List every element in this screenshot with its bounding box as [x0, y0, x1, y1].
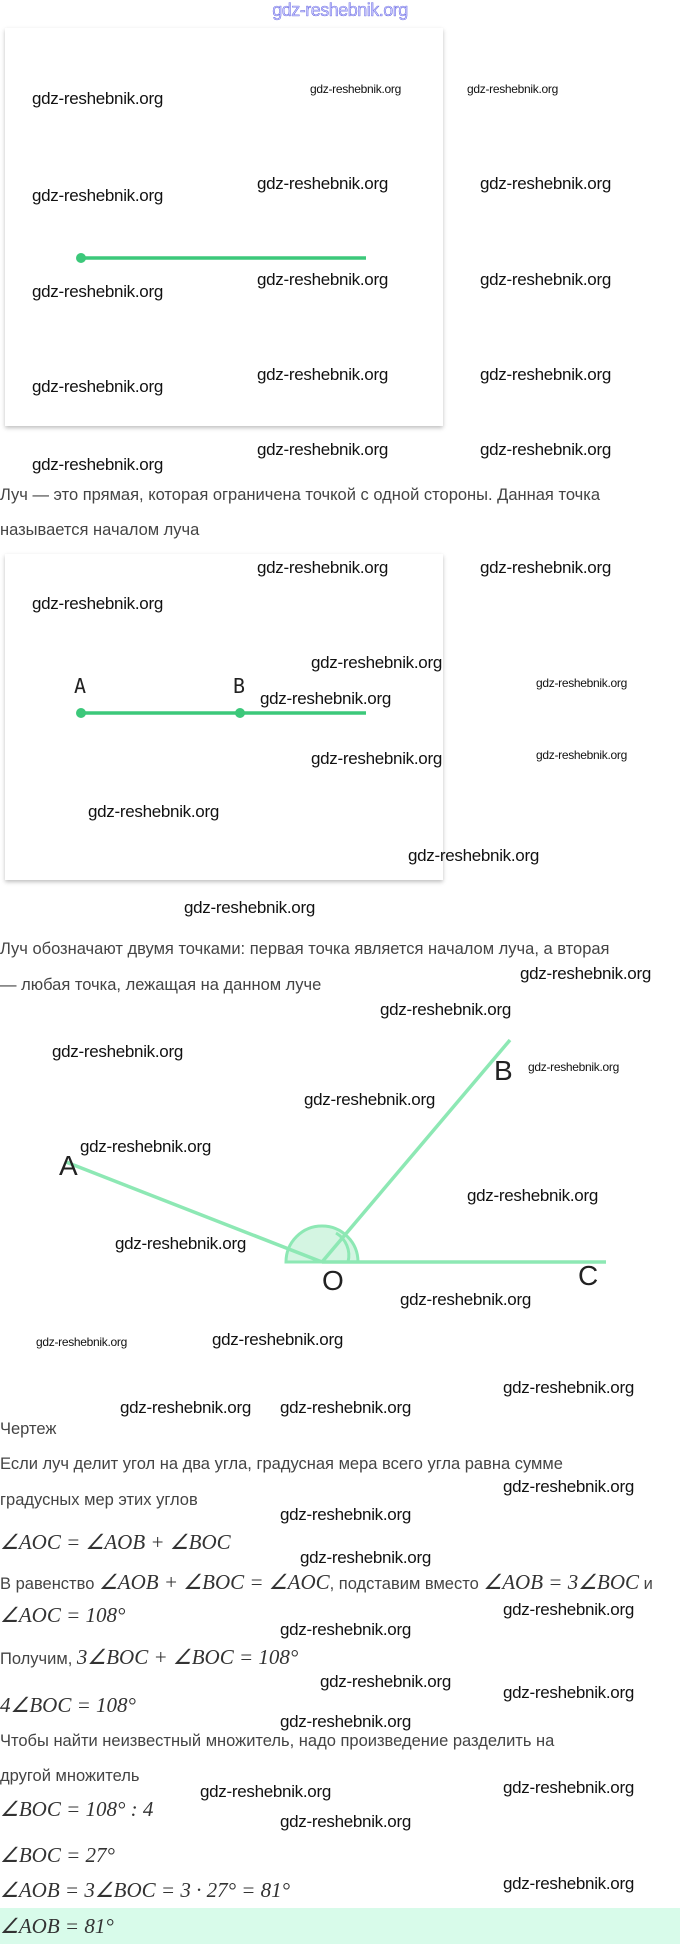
notation-line1: Луч обозначают двумя точками: первая точ… — [0, 940, 610, 958]
watermark-text: gdz-reshebnik.org — [480, 174, 611, 193]
watermark-text: gdz-reshebnik.org — [184, 898, 315, 917]
notation-line2: — любая точка, лежащая на данном луче — [0, 976, 322, 994]
watermark-text: gdz-reshebnik.org — [304, 1090, 435, 1109]
watermark-text: gdz-reshebnik.org — [310, 82, 401, 96]
watermark-text: gdz-reshebnik.org — [280, 1398, 411, 1417]
ray-ob — [320, 1038, 512, 1264]
watermark-text: gdz-reshebnik.org — [32, 455, 163, 474]
watermark-text: gdz-reshebnik.org — [80, 1137, 211, 1156]
watermark-text: gdz-reshebnik.org — [212, 1330, 343, 1349]
watermark-text: gdz-reshebnik.org — [200, 1782, 331, 1801]
result-prefix: Получим, — [0, 1650, 77, 1668]
watermark-text: gdz-reshebnik.org — [257, 270, 388, 289]
angle-drawing — [65, 1038, 606, 1264]
site-logo-watermark[interactable]: gdz-reshebnik.org — [272, 0, 408, 20]
ray-drawing — [76, 253, 366, 263]
watermark-text: gdz-reshebnik.org — [503, 1477, 634, 1496]
watermark-text: gdz-reshebnik.org — [503, 1378, 634, 1397]
rule2-line1: Чтобы найти неизвестный множитель, надо … — [0, 1732, 555, 1750]
figure-ray-card — [5, 28, 443, 426]
substitution-suffix: и — [639, 1575, 653, 1593]
point-b-dot — [235, 708, 245, 718]
rule-line2: градусных мер этих углов — [0, 1491, 198, 1509]
watermark-text: gdz-reshebnik.org — [280, 1505, 411, 1524]
watermark-text: gdz-reshebnik.org — [88, 802, 219, 821]
watermark-text: gdz-reshebnik.org — [503, 1683, 634, 1702]
rule2-line2: другой множитель — [0, 1767, 140, 1785]
watermark-text: gdz-reshebnik.org — [32, 594, 163, 613]
label-a: A — [59, 1150, 78, 1181]
watermark-text: gdz-reshebnik.org — [52, 1042, 183, 1061]
substitution-line: В равенство ∠AOB + ∠BOC = ∠AOC, подстави… — [0, 1570, 653, 1595]
watermark-text: gdz-reshebnik.org — [480, 365, 611, 384]
substitution-eq1: ∠AOB + ∠BOC = ∠AOC — [98, 1570, 330, 1594]
equation-4boc: 4∠BOC = 108° — [0, 1693, 136, 1717]
watermark-text: gdz-reshebnik.org — [257, 558, 388, 577]
watermark-text: gdz-reshebnik.org — [467, 1186, 598, 1205]
rule-line1: Если луч делит угол на два угла, градусн… — [0, 1455, 563, 1473]
label-o: O — [322, 1265, 344, 1296]
equation-boc-div: ∠BOC = 108° : 4 — [0, 1797, 154, 1821]
watermark-text: gdz-reshebnik.org — [115, 1234, 246, 1253]
watermark-text: gdz-reshebnik.org — [257, 174, 388, 193]
answer-box: ∠AOB = 81° — [0, 1908, 680, 1944]
watermark-text: gdz-reshebnik.org — [503, 1778, 634, 1797]
watermark-text: gdz-reshebnik.org — [280, 1620, 411, 1639]
watermark-text: gdz-reshebnik.org — [380, 1000, 511, 1019]
watermark-text: gdz-reshebnik.org — [480, 440, 611, 459]
watermark-text: gdz-reshebnik.org — [311, 749, 442, 768]
substitution-prefix: В равенство — [0, 1575, 99, 1593]
watermark-text: gdz-reshebnik.org — [32, 282, 163, 301]
watermark-text: gdz-reshebnik.org — [300, 1548, 431, 1567]
equation-3boc: 3∠BOC + ∠BOC = 108° — [76, 1645, 299, 1669]
label-c: C — [578, 1260, 599, 1291]
watermark-text: gdz-reshebnik.org — [320, 1672, 451, 1691]
watermark-text: gdz-reshebnik.org — [536, 748, 627, 762]
substitution-mid: , подставим вместо — [329, 1575, 484, 1593]
watermark-text: gdz-reshebnik.org — [536, 676, 627, 690]
watermark-text: gdz-reshebnik.org — [400, 1290, 531, 1309]
answer-text: ∠AOB = 81° — [0, 1914, 114, 1938]
watermark-text: gdz-reshebnik.org — [260, 689, 391, 708]
equation-aob-calc: ∠AOB = 3∠BOC = 3 · 27° = 81° — [0, 1878, 291, 1902]
watermark-text: gdz-reshebnik.org — [480, 558, 611, 577]
watermark-text: gdz-reshebnik.org — [280, 1712, 411, 1731]
watermark-text: gdz-reshebnik.org — [257, 365, 388, 384]
watermark-text: gdz-reshebnik.org — [120, 1398, 251, 1417]
watermark-text: gdz-reshebnik.org — [480, 270, 611, 289]
watermark-text: gdz-reshebnik.org — [503, 1600, 634, 1619]
watermark-text: gdz-reshebnik.org — [503, 1874, 634, 1893]
watermark-text: gdz-reshebnik.org — [311, 653, 442, 672]
watermark-text: gdz-reshebnik.org — [36, 1335, 127, 1349]
ray-definition-line2: называется началом луча — [0, 521, 200, 539]
drawing-label: Чертеж — [0, 1420, 57, 1438]
point-a-dot — [76, 708, 86, 718]
angle-boc-arc — [335, 1231, 351, 1263]
watermark-text: gdz-reshebnik.org — [257, 440, 388, 459]
ray-origin-point — [76, 253, 86, 263]
equation-sum: ∠AOC = ∠AOB + ∠BOC — [0, 1530, 231, 1554]
ray-ab-drawing — [76, 708, 366, 718]
watermark-text: gdz-reshebnik.org — [32, 377, 163, 396]
result-line: Получим, 3∠BOC + ∠BOC = 108° — [0, 1645, 298, 1670]
watermark-text: gdz-reshebnik.org — [467, 82, 558, 96]
ray-oa — [65, 1160, 323, 1264]
ray-definition-line1: Луч — это прямая, которая ограничена точ… — [0, 486, 600, 504]
point-a-label: A — [74, 674, 87, 698]
watermark-text: gdz-reshebnik.org — [408, 846, 539, 865]
watermark-text: gdz-reshebnik.org — [280, 1812, 411, 1831]
label-b: B — [494, 1055, 513, 1086]
equation-boc-value: ∠BOC = 27° — [0, 1843, 115, 1867]
watermark-text: gdz-reshebnik.org — [520, 964, 651, 983]
equation-aoc: ∠AOC = 108° — [0, 1603, 126, 1627]
point-b-label: B — [233, 674, 246, 698]
figure-ray-ab-card: A B — [5, 554, 443, 880]
substitution-eq2: ∠AOB = 3∠BOC — [483, 1570, 640, 1594]
watermark-text: gdz-reshebnik.org — [32, 186, 163, 205]
watermark-text: gdz-reshebnik.org — [528, 1060, 619, 1074]
watermark-text: gdz-reshebnik.org — [32, 89, 163, 108]
